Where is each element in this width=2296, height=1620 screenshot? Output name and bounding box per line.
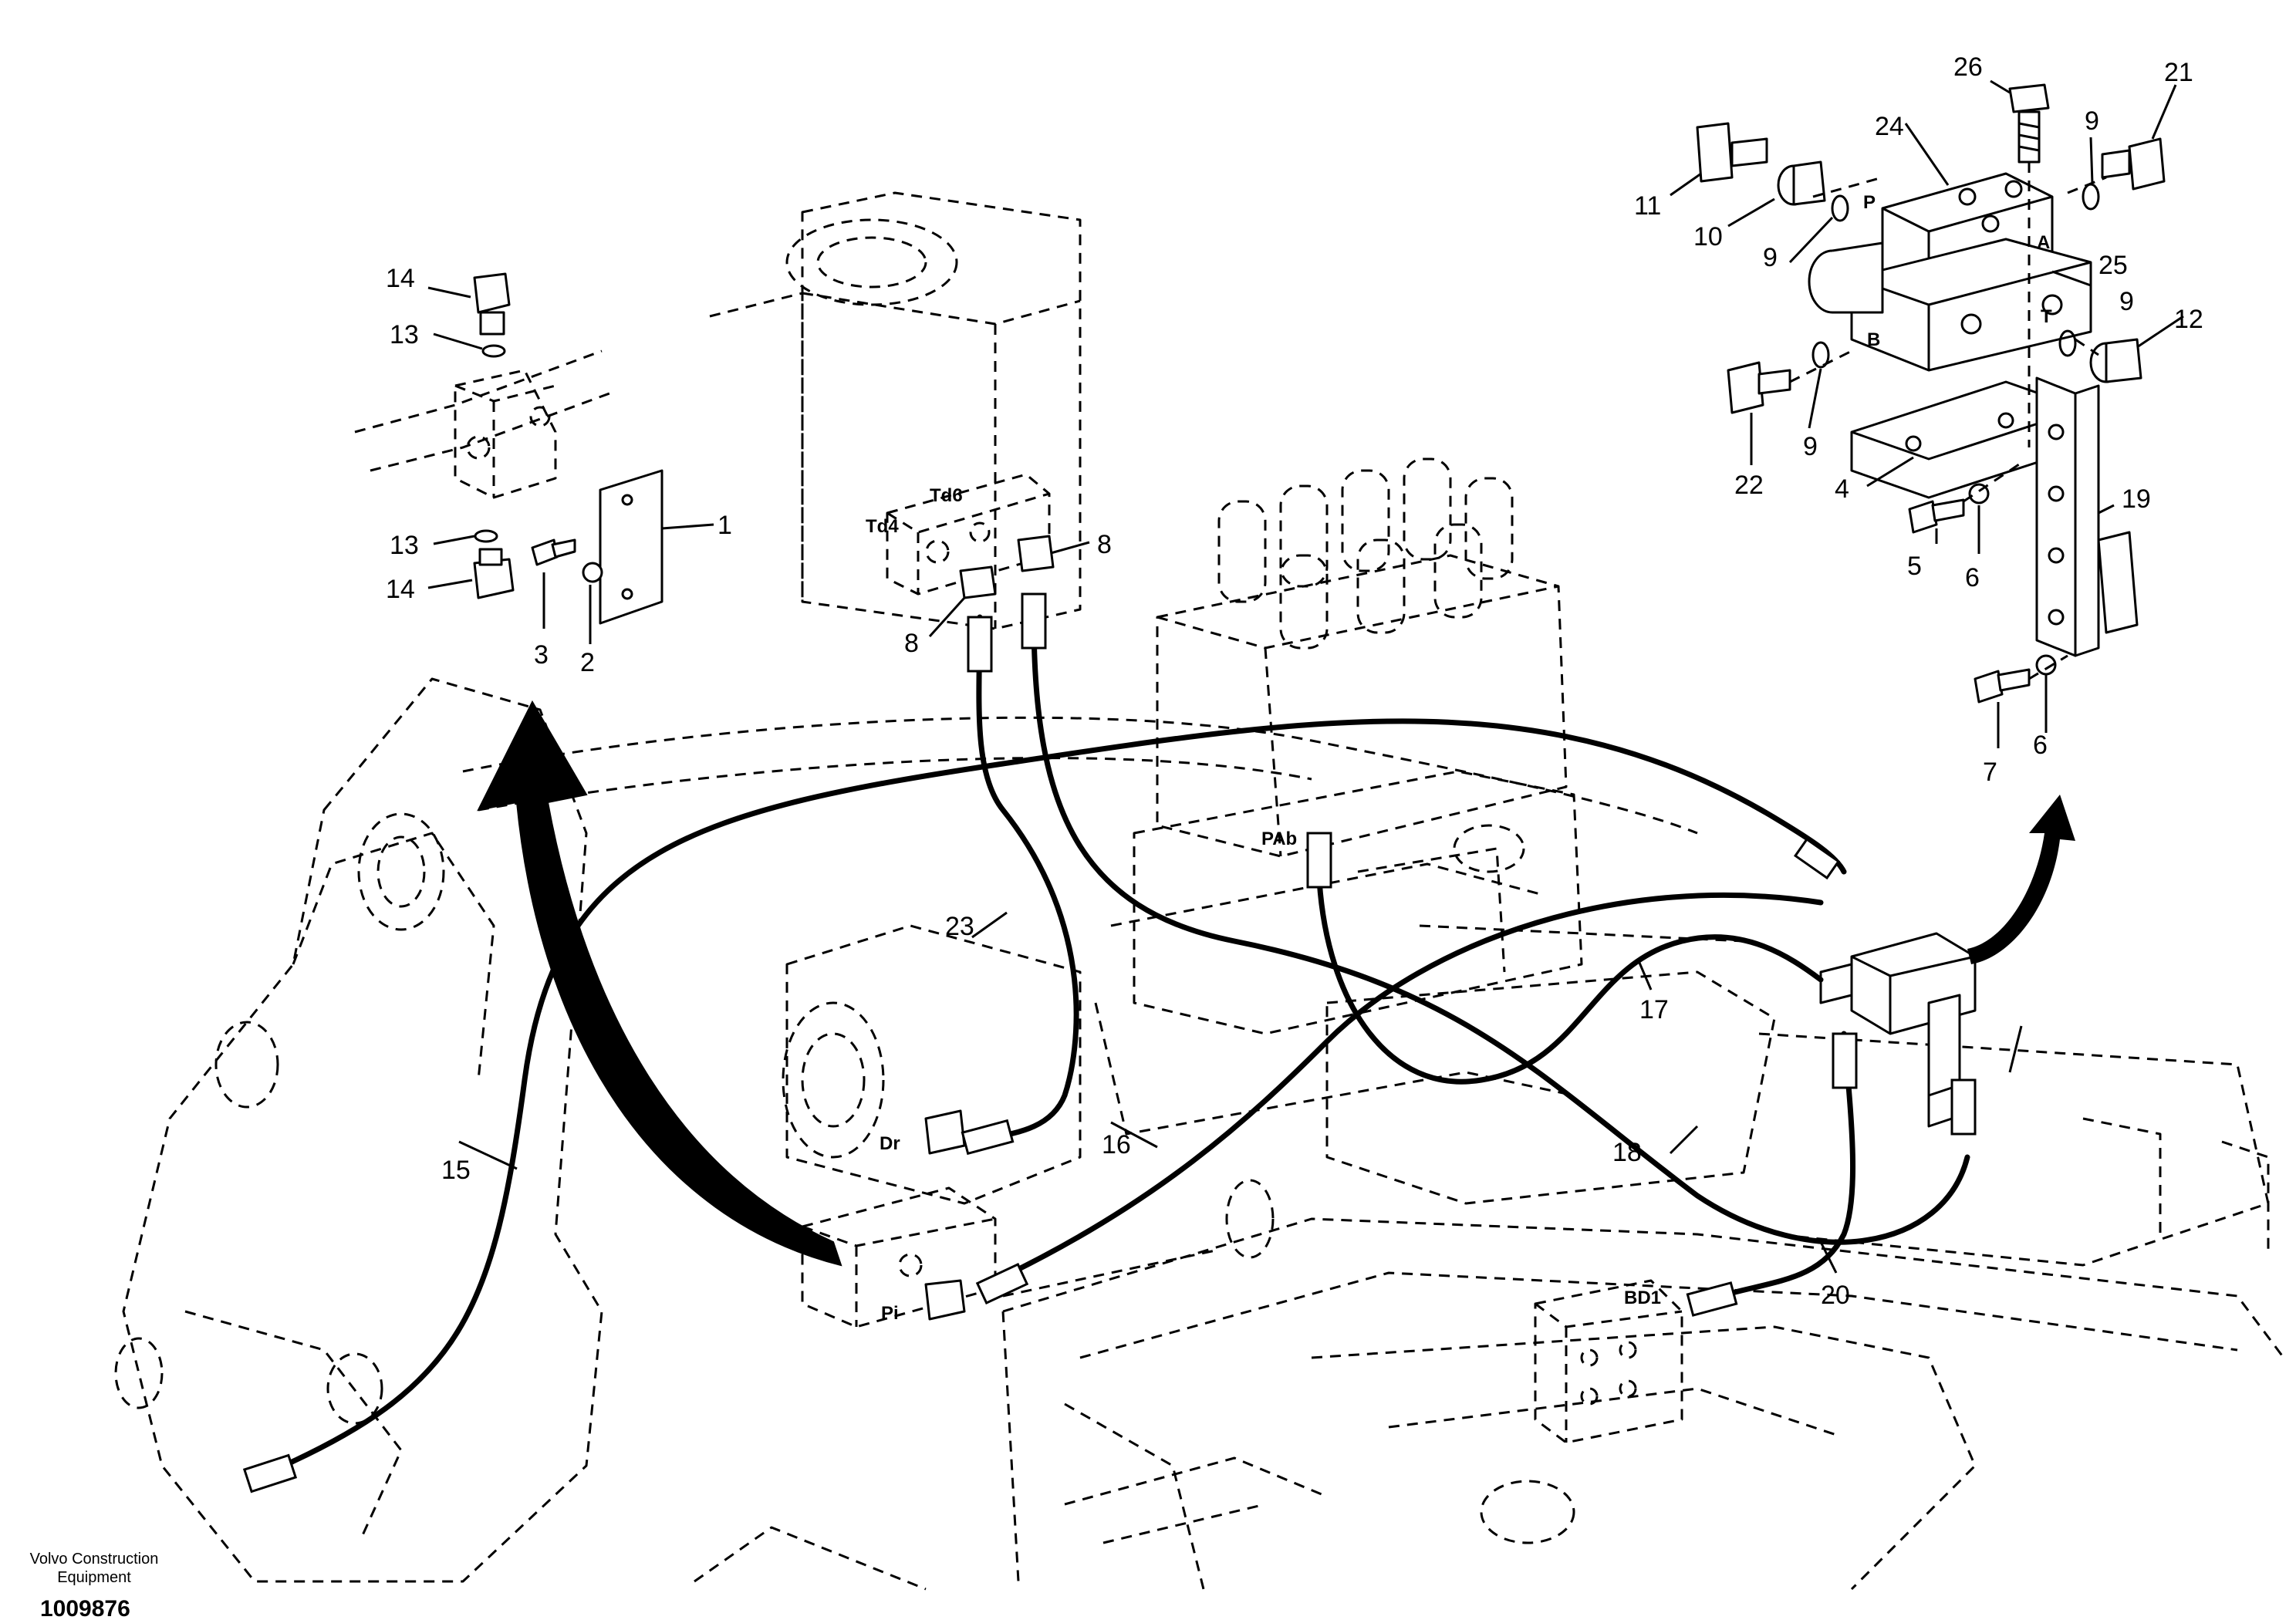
label-14-top: 14 xyxy=(386,264,415,293)
drawing-number: 1009876 xyxy=(40,1596,130,1620)
fitting-8-b xyxy=(1017,535,1055,572)
hose-18 xyxy=(1021,592,1977,1245)
label-25: 25 xyxy=(2098,251,2128,280)
label-11: 11 xyxy=(1634,191,1661,221)
port-pi: Pi xyxy=(881,1303,899,1324)
oring-13-bottom xyxy=(474,529,498,543)
fitting-14-bottom xyxy=(473,548,515,599)
washer-6-b xyxy=(2035,654,2057,676)
company-name-line1: Volvo Construction xyxy=(30,1551,159,1568)
port-dr: Dr xyxy=(880,1133,900,1154)
fitting-10 xyxy=(1777,160,1826,206)
fitting-12 xyxy=(2089,338,2142,383)
port-labels: Td6 Td4 PAb Dr Pi BD1 P A T B xyxy=(866,192,2052,1324)
label-14-bottom: 14 xyxy=(386,575,415,604)
bolt-3 xyxy=(531,538,576,566)
control-valve-stack xyxy=(1094,457,1583,1136)
port-t: T xyxy=(2041,306,2052,327)
label-24: 24 xyxy=(1875,112,1904,141)
label-9-a: 9 xyxy=(1763,243,1778,272)
oring-9-c xyxy=(2058,329,2077,357)
port-bd1: BD1 xyxy=(1624,1288,1661,1308)
bolt-5 xyxy=(1908,498,1965,534)
label-15: 15 xyxy=(441,1156,471,1185)
label-10: 10 xyxy=(1693,222,1723,251)
label-9-b: 9 xyxy=(2085,106,2099,136)
label-6-top: 6 xyxy=(1965,563,1980,592)
td-block xyxy=(886,473,1051,596)
label-9-d: 9 xyxy=(1803,432,1818,461)
port-p: P xyxy=(1863,192,1876,213)
fitting-22 xyxy=(1727,361,1791,414)
label-17: 17 xyxy=(1639,995,1669,1024)
label-23: 23 xyxy=(945,912,974,941)
bracket-19 xyxy=(2035,376,2139,657)
port-pab: PAb xyxy=(1261,829,1297,849)
label-18: 18 xyxy=(1612,1138,1642,1167)
oring-9-b xyxy=(2082,183,2100,211)
left-valve-block xyxy=(354,349,610,499)
valve-24-25 xyxy=(1808,172,2092,372)
port-b: B xyxy=(1867,329,1880,350)
fitting-8-a xyxy=(959,565,997,599)
label-2: 2 xyxy=(580,648,595,677)
label-20: 20 xyxy=(1821,1281,1850,1310)
label-13-top: 13 xyxy=(390,320,419,349)
fitting-14-top xyxy=(473,272,511,336)
label-12: 12 xyxy=(2174,305,2203,334)
leader-lines xyxy=(427,79,2184,1274)
label-16: 16 xyxy=(1102,1130,1131,1159)
assembly-guides xyxy=(1789,162,2107,680)
arrow-left xyxy=(477,700,842,1267)
oring-9-a xyxy=(1831,194,1849,222)
label-4: 4 xyxy=(1835,474,1849,504)
machine-frame xyxy=(114,191,2285,1591)
port-td6: Td6 xyxy=(930,485,963,506)
dr-pi-block xyxy=(801,1109,997,1328)
label-13-bottom: 13 xyxy=(390,531,419,560)
washer-2 xyxy=(582,562,603,583)
label-8-left: 8 xyxy=(904,629,919,658)
fitting-21 xyxy=(2101,137,2166,191)
label-3: 3 xyxy=(534,640,549,670)
part-labels: 14 13 13 14 3 2 1 8 8 23 15 16 17 18 20 … xyxy=(386,52,2203,1310)
footer: Volvo Construction Equipment 1009876 xyxy=(30,1551,159,1620)
hose-17 xyxy=(1306,832,1824,1085)
oring-9-d xyxy=(1811,341,1830,369)
bd1-block xyxy=(1534,1279,1683,1444)
plate-1 xyxy=(599,469,663,625)
hose-16 xyxy=(975,892,1824,1304)
label-8-right: 8 xyxy=(1097,530,1112,559)
label-21: 21 xyxy=(2164,58,2193,87)
arrow-right xyxy=(1967,795,2075,964)
oring-13-top xyxy=(481,344,506,358)
label-1: 1 xyxy=(718,511,732,540)
label-19: 19 xyxy=(2122,484,2151,514)
fitting-11 xyxy=(1696,122,1768,183)
label-7: 7 xyxy=(1983,758,1997,787)
selector-valve-mounted xyxy=(1819,932,1977,1128)
hose-15 xyxy=(242,718,1847,1493)
company-name-line2: Equipment xyxy=(57,1569,131,1586)
port-a: A xyxy=(2037,232,2050,253)
hose-20 xyxy=(1686,1031,1858,1317)
label-9-c: 9 xyxy=(2119,287,2134,316)
hose-23 xyxy=(961,614,1079,1156)
label-22: 22 xyxy=(1734,471,1764,500)
bolt-7 xyxy=(1974,668,2031,704)
port-td4: Td4 xyxy=(866,516,899,537)
label-6-bottom: 6 xyxy=(2033,731,2048,760)
label-26: 26 xyxy=(1953,52,1983,82)
bolt-26 xyxy=(2008,83,2050,164)
label-5: 5 xyxy=(1907,552,1922,581)
